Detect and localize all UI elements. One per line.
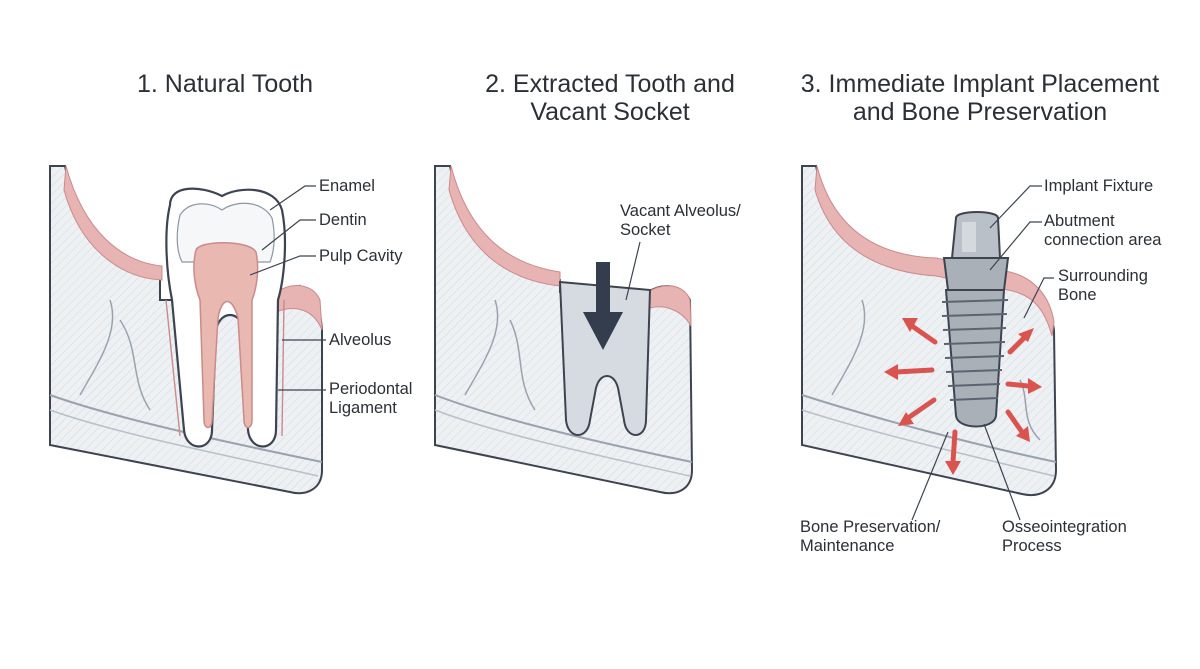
panel-1-title: 1. Natural Tooth: [136, 70, 314, 98]
leader-line-socket: [625, 241, 641, 301]
vacant-socket: [558, 280, 652, 436]
label-surrounding-bone: Surrounding Bone: [1058, 267, 1148, 304]
gum-tissue-right: [275, 285, 323, 331]
nerve-canal: [49, 394, 323, 463]
label-osseointegration: Osseointegration Process: [1002, 518, 1127, 555]
panel-3-title: 3. Immediate Implant Placement and Bone …: [800, 70, 1160, 126]
periodontal-ligament: [165, 299, 285, 437]
label-enamel: Enamel: [319, 177, 375, 195]
gum-tissue: [814, 165, 1055, 337]
gum-tissue: [63, 165, 163, 281]
gum-tissue: [448, 165, 561, 287]
implant-fixture: [944, 289, 1006, 428]
label-periodontal-ligament: Periodontal Ligament: [329, 380, 413, 417]
panel-3-implant: [801, 165, 1058, 521]
label-dentin: Dentin: [319, 211, 367, 229]
label-bone-preservation: Bone Preservation/ Maintenance: [800, 518, 941, 555]
leader-lines-3: [911, 185, 1054, 521]
label-abutment-connection: Abutment connection area: [1044, 212, 1162, 249]
label-pulp-cavity: Pulp Cavity: [319, 247, 403, 265]
label-implant-fixture: Implant Fixture: [1044, 177, 1154, 195]
label-vacant-socket: Vacant Alveolus/ Socket: [620, 202, 741, 239]
panel-2-extracted-tooth: [434, 165, 694, 495]
panel-1-natural-tooth: [49, 165, 326, 495]
pulp-cavity: [193, 242, 259, 429]
leader-lines-1: [249, 185, 326, 391]
implant-threads: [941, 299, 1009, 401]
panel-2-title: 2. Extracted Tooth and Vacant Socket: [485, 70, 735, 126]
label-alveolus: Alveolus: [329, 331, 392, 349]
extraction-arrow: [583, 262, 623, 350]
bone-pressure-arrows: [884, 318, 1042, 475]
